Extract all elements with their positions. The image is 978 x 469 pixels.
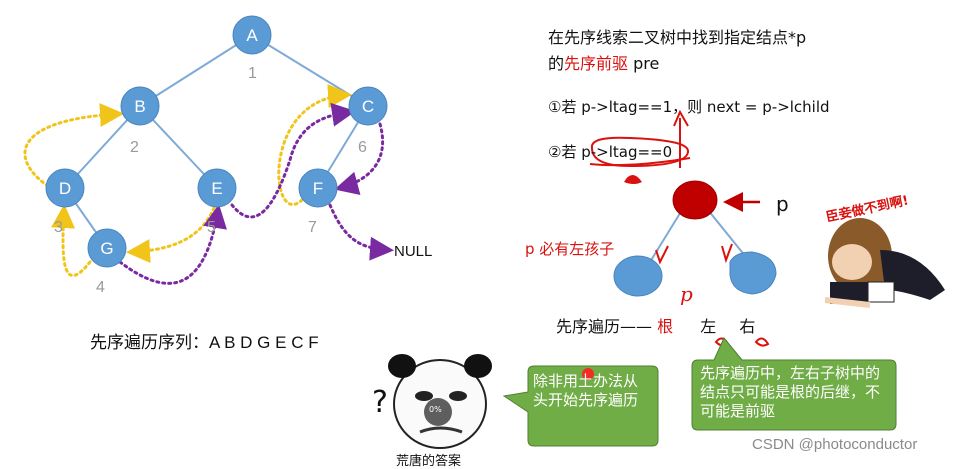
successor-threads [118, 102, 394, 285]
panda-meme: ? [370, 354, 500, 464]
node-G-label: G [100, 239, 113, 258]
order-C: 6 [358, 139, 367, 156]
node-D-label: D [59, 179, 71, 198]
node-G: G [87, 228, 127, 268]
left-word: 左 [700, 317, 717, 336]
root-word: 根 [657, 317, 674, 336]
thread-F-to-NULL [328, 203, 394, 261]
thread-C-back-F [334, 122, 385, 195]
left-child-node [613, 255, 663, 297]
laser-pointer-dot [582, 368, 594, 380]
node-F-label: F [313, 179, 323, 198]
thread-E-to-C [230, 102, 356, 219]
node-D: D [45, 168, 85, 208]
thread-F-to-C [277, 84, 352, 206]
order-legend: 先序遍历—— 根 左 右 [556, 313, 755, 337]
svg-text:?: ? [372, 385, 388, 420]
heading-suffix: pre [628, 54, 660, 73]
thread-G-to-D [51, 204, 92, 277]
node-A-label: A [246, 26, 258, 45]
preorder-numbers: 1 2 6 3 5 7 4 [54, 65, 367, 296]
node-B-label: B [134, 97, 145, 116]
p-pointer-label: p [776, 192, 789, 216]
thread-G-to-E [118, 204, 227, 285]
tree-nodes: A B C D E F G [45, 15, 388, 268]
handwritten-tick-right [721, 243, 733, 264]
node-A: A [232, 15, 272, 55]
handwritten-mark-right [754, 337, 770, 347]
order-A: 1 [248, 65, 257, 82]
order-F: 7 [308, 219, 317, 236]
order-E: 5 [207, 219, 216, 236]
null-label: NULL [394, 243, 432, 260]
edge-A-C [251, 34, 369, 107]
rule-2-condition: p->ltag==0 [581, 143, 673, 161]
right-bubble-text: 先序遍历中，左右子树中的结点只可能是根的后继，不可能是前驱 [700, 364, 881, 420]
node-C-label: C [362, 97, 374, 116]
node-B: B [120, 86, 160, 126]
order-D: 3 [54, 219, 63, 236]
edge-A-B [139, 34, 253, 107]
left-bubble-text: 除非用土办法从头开始先序遍历 [533, 372, 639, 409]
p-node [672, 180, 718, 220]
rule-2: ②若 p->ltag==0 [548, 141, 672, 162]
handwritten-blob [624, 175, 642, 184]
heading-red-term: 先序前驱 [564, 54, 629, 73]
p-diagram [589, 109, 777, 347]
preorder-sequence: A B D G E C F [209, 333, 319, 352]
kneeling-meme [824, 218, 945, 308]
order-legend-label: 先序遍历—— [556, 317, 658, 336]
handwritten-underline [589, 157, 691, 167]
handwritten-tick-left [655, 245, 669, 265]
left-bubble-shape [502, 365, 659, 447]
order-G: 4 [96, 279, 105, 296]
handwritten-oval [590, 136, 689, 168]
heading-line-1: 在先序线索二叉树中找到指定结点*p [548, 28, 807, 47]
thread-E-to-G [126, 206, 216, 264]
heading-prefix: 的 [548, 54, 565, 73]
predecessor-threads [23, 84, 352, 277]
handwritten-p: p [680, 282, 693, 306]
meme-bottom-badge: 0% [429, 405, 442, 414]
watermark: CSDN @photoconductor [752, 436, 918, 453]
right-word: 右 [739, 317, 756, 336]
thread-D-to-B [23, 103, 124, 188]
node-C: C [348, 86, 388, 126]
preorder-label: 先序遍历序列： [90, 333, 209, 353]
right-bubble-shape [691, 337, 897, 431]
node-E-label: E [211, 179, 222, 198]
meme-bottom-caption: 荒唐的答案 [396, 454, 462, 469]
node-F: F [298, 168, 338, 208]
node-E: E [197, 168, 237, 208]
right-child-node [729, 251, 777, 295]
heading-line-2: 的先序前驱 pre [548, 50, 659, 74]
rule-2-prefix: ②若 [548, 143, 582, 161]
left-child-note: p 必有左孩子 [525, 240, 615, 258]
order-B: 2 [130, 139, 139, 156]
rule-1: ①若 p->ltag==1，则 next = p->lchild [548, 98, 830, 116]
preorder-sequence-line: 先序遍历序列：A B D G E C F [90, 328, 319, 353]
